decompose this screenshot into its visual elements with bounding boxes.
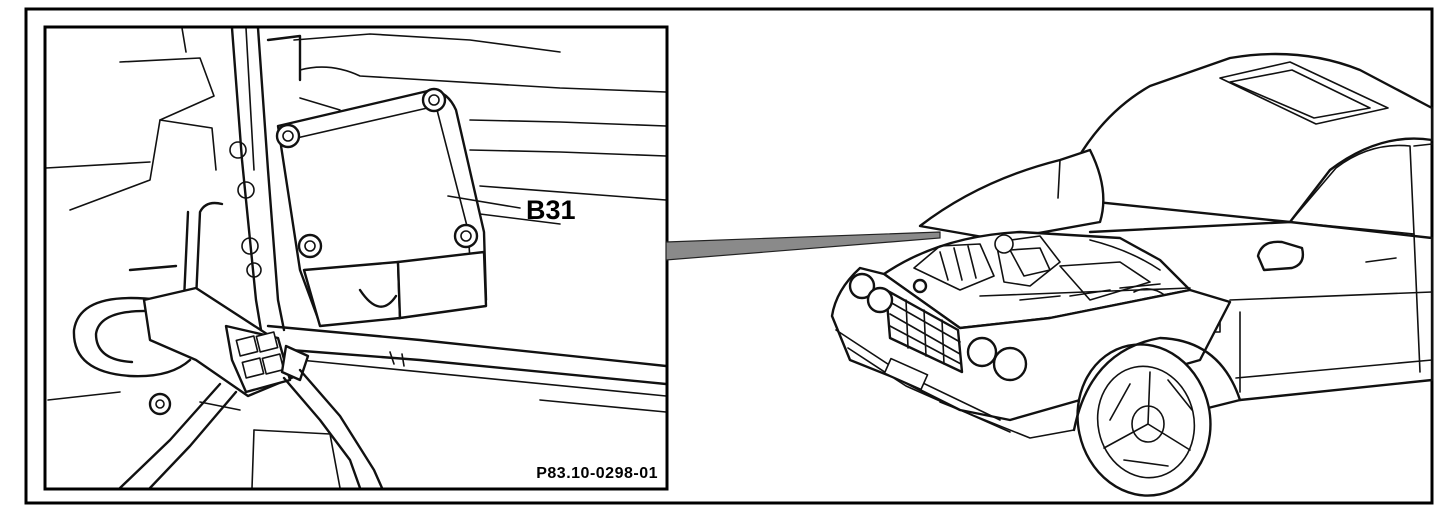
car-illustration (830, 52, 1434, 497)
wiring-harness (72, 201, 384, 488)
engine-bay (882, 230, 1192, 330)
detail-inset: B31 P83.10-0298-01 (43, 25, 669, 491)
figure-reference: P83.10-0298-01 (536, 465, 658, 482)
component-label: B31 (526, 195, 576, 225)
front-wheel (1076, 343, 1212, 497)
grille (884, 278, 964, 374)
sensor-housing (275, 87, 488, 328)
leader-line (447, 195, 521, 209)
inset-drawing (46, 28, 666, 488)
body-panels (46, 28, 666, 413)
callout-band (665, 231, 941, 261)
pillar-rail (229, 28, 302, 338)
headlights (848, 272, 1028, 382)
sill-lines (266, 324, 666, 397)
